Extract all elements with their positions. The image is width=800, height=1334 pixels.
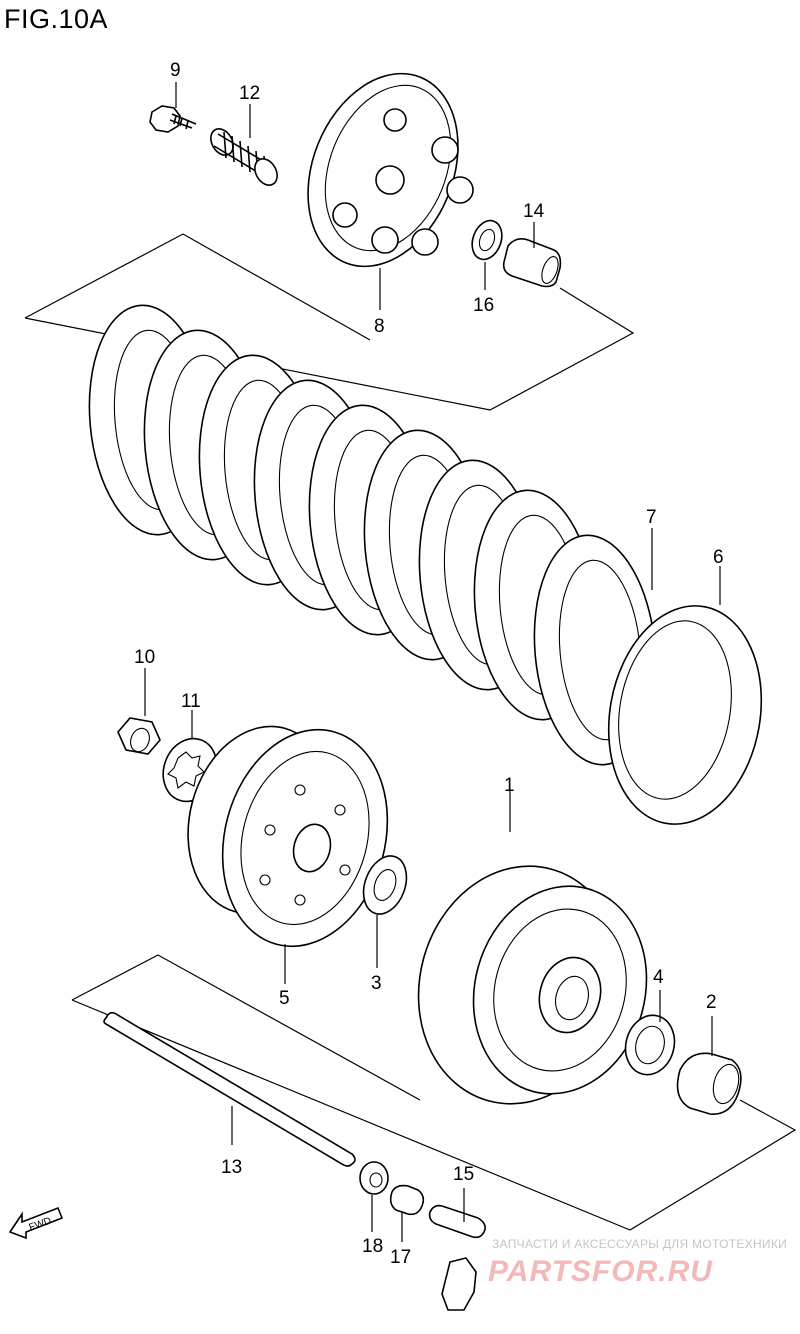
part-15-release-arm [428,1188,486,1311]
part-1-clutch-housing [417,790,648,1105]
callout-15: 15 [453,1164,474,1185]
callout-14: 14 [523,201,545,222]
callout-18: 18 [362,1236,383,1257]
part-12-spring [210,104,278,186]
figure-title: FIG.10A [4,4,109,34]
part-5-sleeve-hub [187,725,389,984]
part-16-bearing [471,219,503,290]
arrow-left-icon: FWD [8,1206,64,1240]
part-14-push-piece [502,222,562,288]
watermark-tagline: ЗАПЧАСТИ И АКСЕССУАРЫ ДЛЯ МОТОТЕХНИКИ [492,1237,788,1251]
callout-13: 13 [221,1157,242,1178]
part-13-push-rod [103,1011,356,1167]
callout-7: 7 [646,507,657,528]
clutch-plate-stack [88,304,763,825]
callout-11: 11 [181,691,201,712]
callout-1: 1 [504,775,515,796]
part-8-pressure-plate [307,72,474,310]
callout-5: 5 [279,988,290,1009]
part-10-nut [117,668,161,755]
part-18-bearing [359,1161,389,1232]
callout-2: 2 [706,992,717,1013]
callout-17: 17 [390,1247,411,1268]
part-9-bolt [149,82,197,133]
bottom-assembly-frame [71,954,797,1231]
part-4-needle-bearing [624,990,676,1076]
watermark-logo: PARTSFOR.RU [488,1255,713,1288]
part-3-thrust-washer [362,855,408,968]
callout-3: 3 [371,973,382,994]
callout-12: 12 [239,83,260,104]
callout-10: 10 [134,647,155,668]
callout-9: 9 [170,60,181,81]
callout-8: 8 [374,316,385,337]
callout-6: 6 [713,547,724,568]
part-17-seal [389,1184,425,1242]
part-2-spacer [676,1016,742,1115]
callout-4: 4 [653,967,664,988]
callout-16: 16 [473,295,494,316]
fwd-direction-marker: FWD [6,1200,66,1240]
